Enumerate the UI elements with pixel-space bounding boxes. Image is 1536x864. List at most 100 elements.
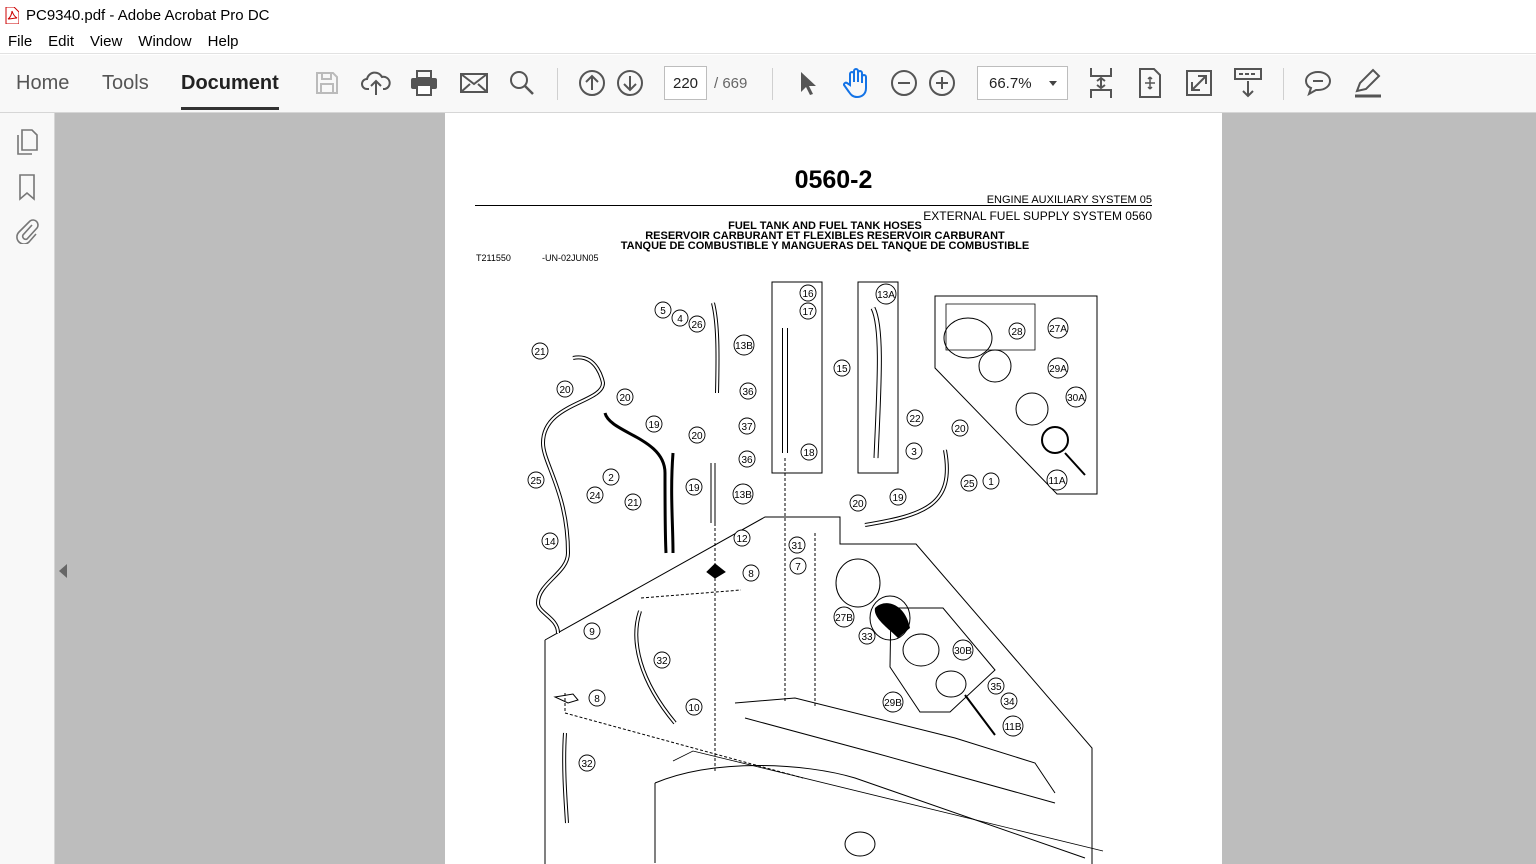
bookmark-icon[interactable] bbox=[14, 173, 40, 201]
figure-reference-date: -UN-02JUN05 bbox=[542, 253, 599, 263]
title-bar: PC9340.pdf - Adobe Acrobat Pro DC bbox=[0, 0, 1536, 30]
select-cursor-icon[interactable] bbox=[790, 66, 824, 100]
callout-8: 8 bbox=[588, 689, 606, 707]
callout-19: 19 bbox=[645, 415, 663, 433]
svg-text:4: 4 bbox=[677, 314, 683, 325]
print-icon[interactable] bbox=[407, 66, 441, 100]
document-viewer[interactable]: 0560-2 ENGINE AUXILIARY SYSTEM 05 EXTERN… bbox=[55, 113, 1536, 864]
callout-21: 21 bbox=[531, 342, 549, 360]
svg-text:11A: 11A bbox=[1048, 476, 1065, 487]
pdf-file-icon bbox=[5, 6, 20, 24]
svg-text:20: 20 bbox=[619, 393, 631, 404]
zoom-in-icon[interactable] bbox=[925, 66, 959, 100]
callout-35: 35 bbox=[987, 677, 1005, 695]
highlight-pen-icon[interactable] bbox=[1350, 66, 1384, 100]
callout-25: 25 bbox=[527, 471, 545, 489]
save-icon[interactable] bbox=[310, 66, 344, 100]
callout-11a: 11A bbox=[1046, 469, 1068, 491]
next-page-icon[interactable] bbox=[613, 66, 647, 100]
callout-26: 26 bbox=[688, 315, 706, 333]
menu-window[interactable]: Window bbox=[138, 33, 192, 50]
tab-home[interactable]: Home bbox=[16, 72, 70, 94]
callout-13b: 13B bbox=[733, 334, 755, 356]
tank-outline bbox=[544, 516, 1093, 864]
callout-8: 8 bbox=[742, 564, 760, 582]
read-mode-icon[interactable] bbox=[1231, 66, 1265, 100]
callout-20: 20 bbox=[951, 419, 969, 437]
callout-7: 7 bbox=[789, 557, 807, 575]
cloud-upload-icon[interactable] bbox=[359, 66, 393, 100]
pdf-page: 0560-2 ENGINE AUXILIARY SYSTEM 05 EXTERN… bbox=[445, 113, 1222, 864]
callout-21: 21 bbox=[624, 493, 642, 511]
fit-page-icon[interactable] bbox=[1133, 66, 1167, 100]
svg-text:28: 28 bbox=[1011, 327, 1023, 338]
callout-33: 33 bbox=[858, 627, 876, 645]
page-thumbnails-icon[interactable] bbox=[14, 128, 40, 156]
callout-20: 20 bbox=[616, 388, 634, 406]
svg-text:7: 7 bbox=[795, 562, 801, 573]
toolbar-divider bbox=[1283, 68, 1284, 100]
menu-bar: File Edit View Window Help bbox=[0, 30, 1536, 54]
svg-text:13B: 13B bbox=[734, 490, 752, 501]
svg-text:10: 10 bbox=[688, 703, 700, 714]
callout-30a: 30A bbox=[1065, 386, 1087, 408]
svg-text:19: 19 bbox=[688, 483, 700, 494]
svg-text:13B: 13B bbox=[735, 341, 753, 352]
callout-19: 19 bbox=[889, 488, 907, 506]
previous-page-icon[interactable] bbox=[575, 66, 609, 100]
callout-36: 36 bbox=[738, 450, 756, 468]
svg-text:8: 8 bbox=[594, 694, 600, 705]
svg-text:17: 17 bbox=[802, 307, 814, 318]
menu-view[interactable]: View bbox=[90, 33, 123, 50]
comment-icon[interactable] bbox=[1301, 66, 1335, 100]
tab-document[interactable]: Document bbox=[181, 72, 279, 110]
callout-25: 25 bbox=[960, 474, 978, 492]
scroll-mode-icon[interactable] bbox=[1084, 66, 1118, 100]
callout-group: 5 4 26 13B 21 20 20 36 19 37 20 36 13B 2… bbox=[527, 283, 1087, 772]
svg-text:8: 8 bbox=[748, 569, 754, 580]
svg-text:9: 9 bbox=[589, 627, 595, 638]
svg-text:31: 31 bbox=[791, 541, 803, 552]
callout-19: 19 bbox=[685, 478, 703, 496]
callout-27a: 27A bbox=[1047, 317, 1069, 339]
callout-11b: 11B bbox=[1002, 715, 1024, 737]
caption-english: FUEL TANK AND FUEL TANK HOSES bbox=[728, 220, 922, 232]
callout-22: 22 bbox=[906, 409, 924, 427]
search-icon[interactable] bbox=[505, 66, 539, 100]
menu-edit[interactable]: Edit bbox=[48, 33, 75, 50]
svg-text:2: 2 bbox=[608, 473, 614, 484]
zoom-out-icon[interactable] bbox=[887, 66, 921, 100]
callout-4: 4 bbox=[671, 309, 689, 327]
svg-text:11B: 11B bbox=[1004, 722, 1021, 733]
callout-30b: 30B bbox=[952, 639, 974, 661]
svg-text:33: 33 bbox=[861, 632, 873, 643]
menu-file[interactable]: File bbox=[8, 33, 33, 50]
caption-spanish: TANQUE DE COMBUSTIBLE Y MANGUERAS DEL TA… bbox=[620, 240, 1030, 252]
svg-text:21: 21 bbox=[627, 498, 639, 509]
svg-text:30A: 30A bbox=[1067, 393, 1085, 404]
menu-help[interactable]: Help bbox=[207, 33, 239, 50]
page-number-input[interactable]: 220 bbox=[664, 66, 707, 100]
callout-10: 10 bbox=[685, 698, 703, 716]
tab-tools[interactable]: Tools bbox=[102, 72, 149, 94]
email-icon[interactable] bbox=[457, 66, 491, 100]
svg-text:25: 25 bbox=[530, 476, 542, 487]
full-screen-icon[interactable] bbox=[1182, 66, 1216, 100]
svg-text:19: 19 bbox=[648, 420, 660, 431]
svg-text:12: 12 bbox=[736, 534, 748, 545]
expand-panel-icon[interactable] bbox=[59, 564, 67, 578]
svg-text:36: 36 bbox=[742, 387, 754, 398]
main-toolbar: Home Tools Document bbox=[0, 55, 1536, 113]
attachment-icon[interactable] bbox=[14, 216, 40, 245]
callout-13b: 13B bbox=[732, 483, 754, 505]
svg-text:20: 20 bbox=[852, 499, 864, 510]
chevron-down-icon bbox=[1049, 81, 1057, 86]
header-rule bbox=[475, 205, 1152, 206]
hand-tool-icon[interactable] bbox=[839, 66, 873, 100]
svg-text:26: 26 bbox=[691, 320, 703, 331]
svg-text:5: 5 bbox=[660, 306, 666, 317]
callout-32: 32 bbox=[578, 754, 596, 772]
zoom-level-select[interactable]: 66.7% bbox=[977, 66, 1068, 100]
svg-text:19: 19 bbox=[892, 493, 904, 504]
callout-12: 12 bbox=[733, 529, 751, 547]
